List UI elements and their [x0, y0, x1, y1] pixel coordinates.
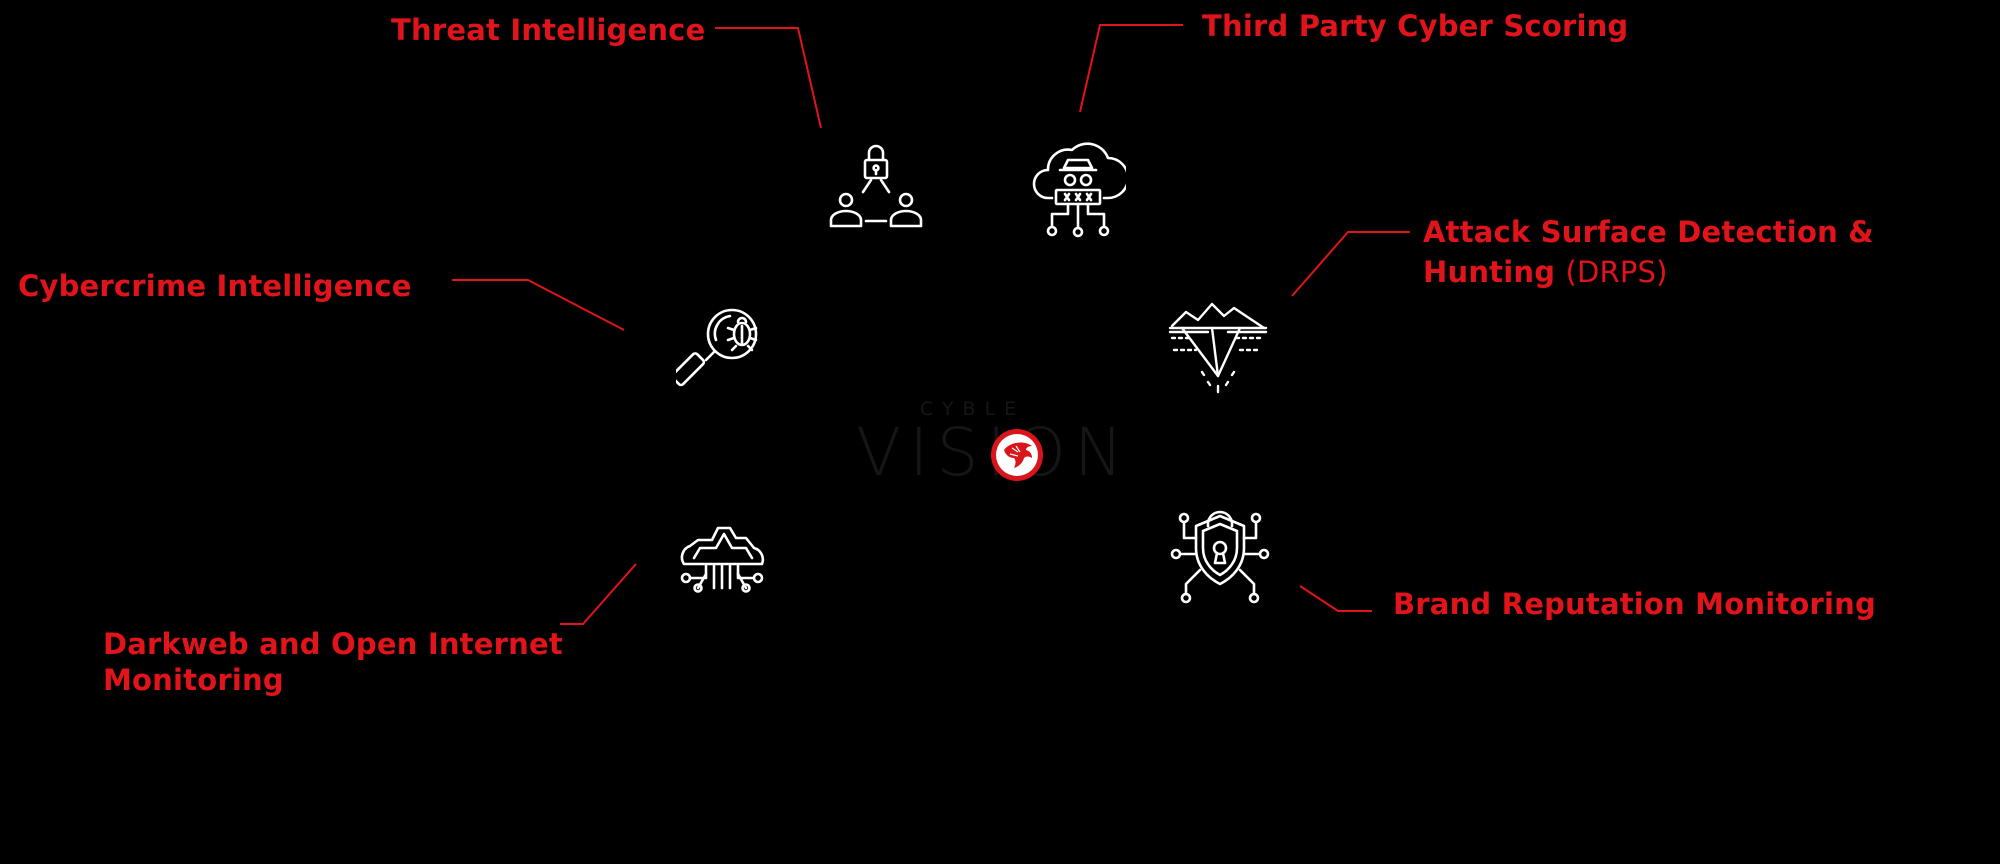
label-line-1: Darkweb and Open Internet [103, 627, 563, 661]
connector-cybercrime-intelligence [452, 279, 625, 331]
cloud-hacker-icon [1032, 142, 1126, 238]
label-brand-reputation: Brand Reputation Monitoring [1393, 584, 1876, 624]
lock-network-icon [829, 144, 923, 228]
connector-third-party-cyber-scoring [1079, 24, 1183, 113]
connector-attack-surface [1291, 231, 1410, 297]
label-third-party-cyber-scoring: Third Party Cyber Scoring [1202, 6, 1628, 46]
connector-darkweb-monitoring [560, 563, 637, 625]
iceberg-icon [1168, 302, 1268, 394]
label-threat-intelligence: Threat Intelligence [391, 10, 705, 50]
label-light: (DRPS) [1565, 255, 1668, 289]
label-line-1: Attack Surface Detection & [1423, 215, 1874, 249]
label-text: Third Party Cyber Scoring [1202, 9, 1629, 43]
label-text: Cybercrime Intelligence [18, 269, 412, 303]
label-bold: Hunting [1423, 255, 1556, 289]
shield-lock-circuit-icon [1170, 510, 1270, 604]
connector-brand-reputation [1299, 585, 1372, 612]
eagle-emblem-icon [991, 429, 1043, 481]
logo-wordmark-small: CYBLE [920, 398, 1026, 420]
magnifier-bug-icon [676, 308, 758, 387]
cloud-circuit-icon [680, 526, 765, 593]
label-attack-surface: Attack Surface Detection & Hunting (DRPS… [1423, 212, 1874, 292]
label-text: Threat Intelligence [391, 13, 706, 47]
label-text: Brand Reputation Monitoring [1393, 587, 1876, 621]
label-line-2: Hunting (DRPS) [1423, 252, 1874, 292]
label-line-2: Monitoring [103, 663, 284, 697]
label-darkweb-monitoring: Darkweb and Open Internet Monitoring [103, 626, 563, 698]
logo-wordmark-large: VISION [856, 414, 1131, 491]
connector-threat-intelligence [715, 27, 822, 129]
label-cybercrime-intelligence: Cybercrime Intelligence [18, 266, 412, 306]
